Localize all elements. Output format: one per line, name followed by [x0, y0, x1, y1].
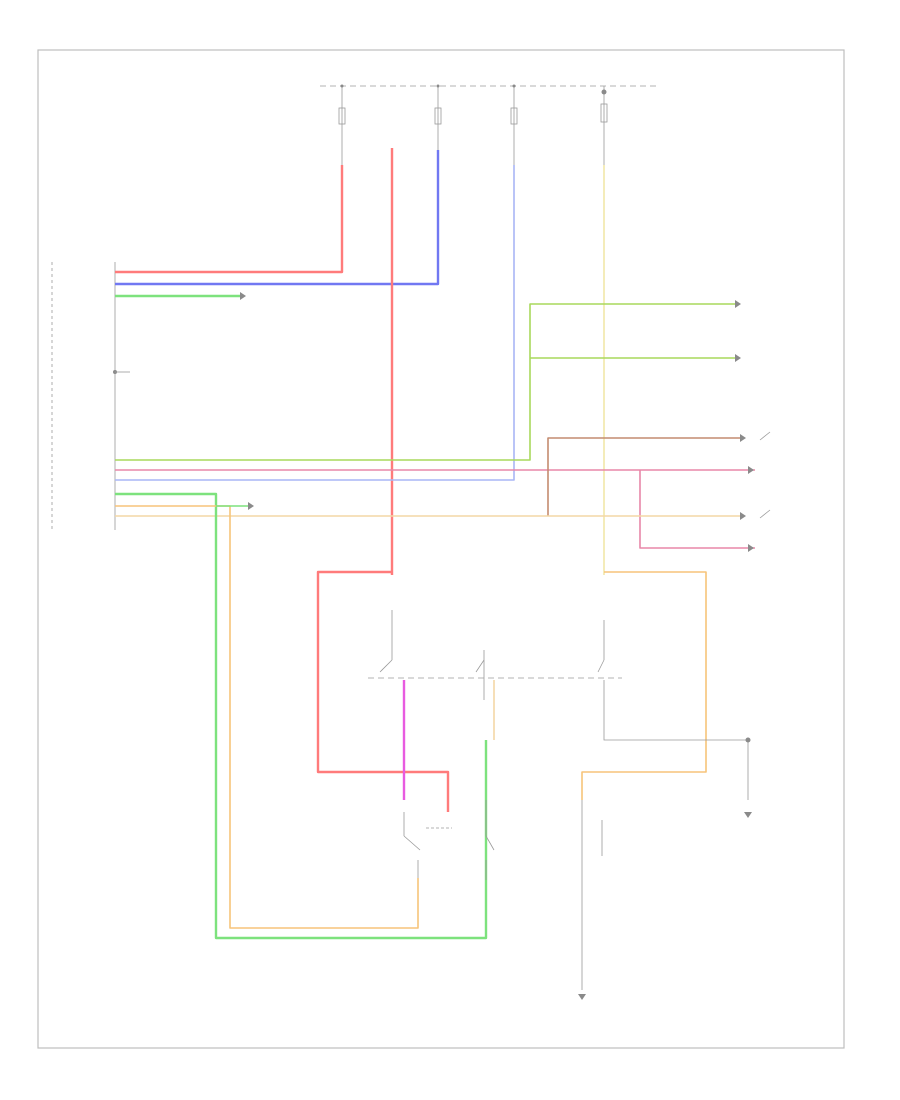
wire-pink-branch [639, 470, 755, 549]
ground-symbol-right [744, 812, 752, 818]
connector-arrow-green-upper [240, 292, 246, 300]
switch-contact-icon [379, 610, 605, 700]
top-fuses [338, 84, 608, 165]
wire-green-lower [115, 492, 488, 940]
wire-orange-right [581, 571, 707, 800]
ground-symbol-bottom [578, 994, 586, 1000]
wire-orange-lower [115, 505, 419, 929]
connector-arrow-lower [248, 502, 254, 510]
wire-red-box [316, 570, 450, 812]
splice-dot-right [745, 737, 751, 743]
wire-lightblue [115, 165, 515, 481]
left-module [51, 262, 130, 530]
wire-blue-upper [115, 150, 440, 286]
diagram-frame [37, 49, 845, 1049]
right-connectors [735, 300, 771, 552]
wire-red-upper [115, 165, 344, 274]
bottom-switch [403, 800, 495, 880]
wire-black-right [603, 680, 749, 800]
wire-brown [547, 437, 740, 516]
wire-yellowgreen [115, 303, 735, 461]
